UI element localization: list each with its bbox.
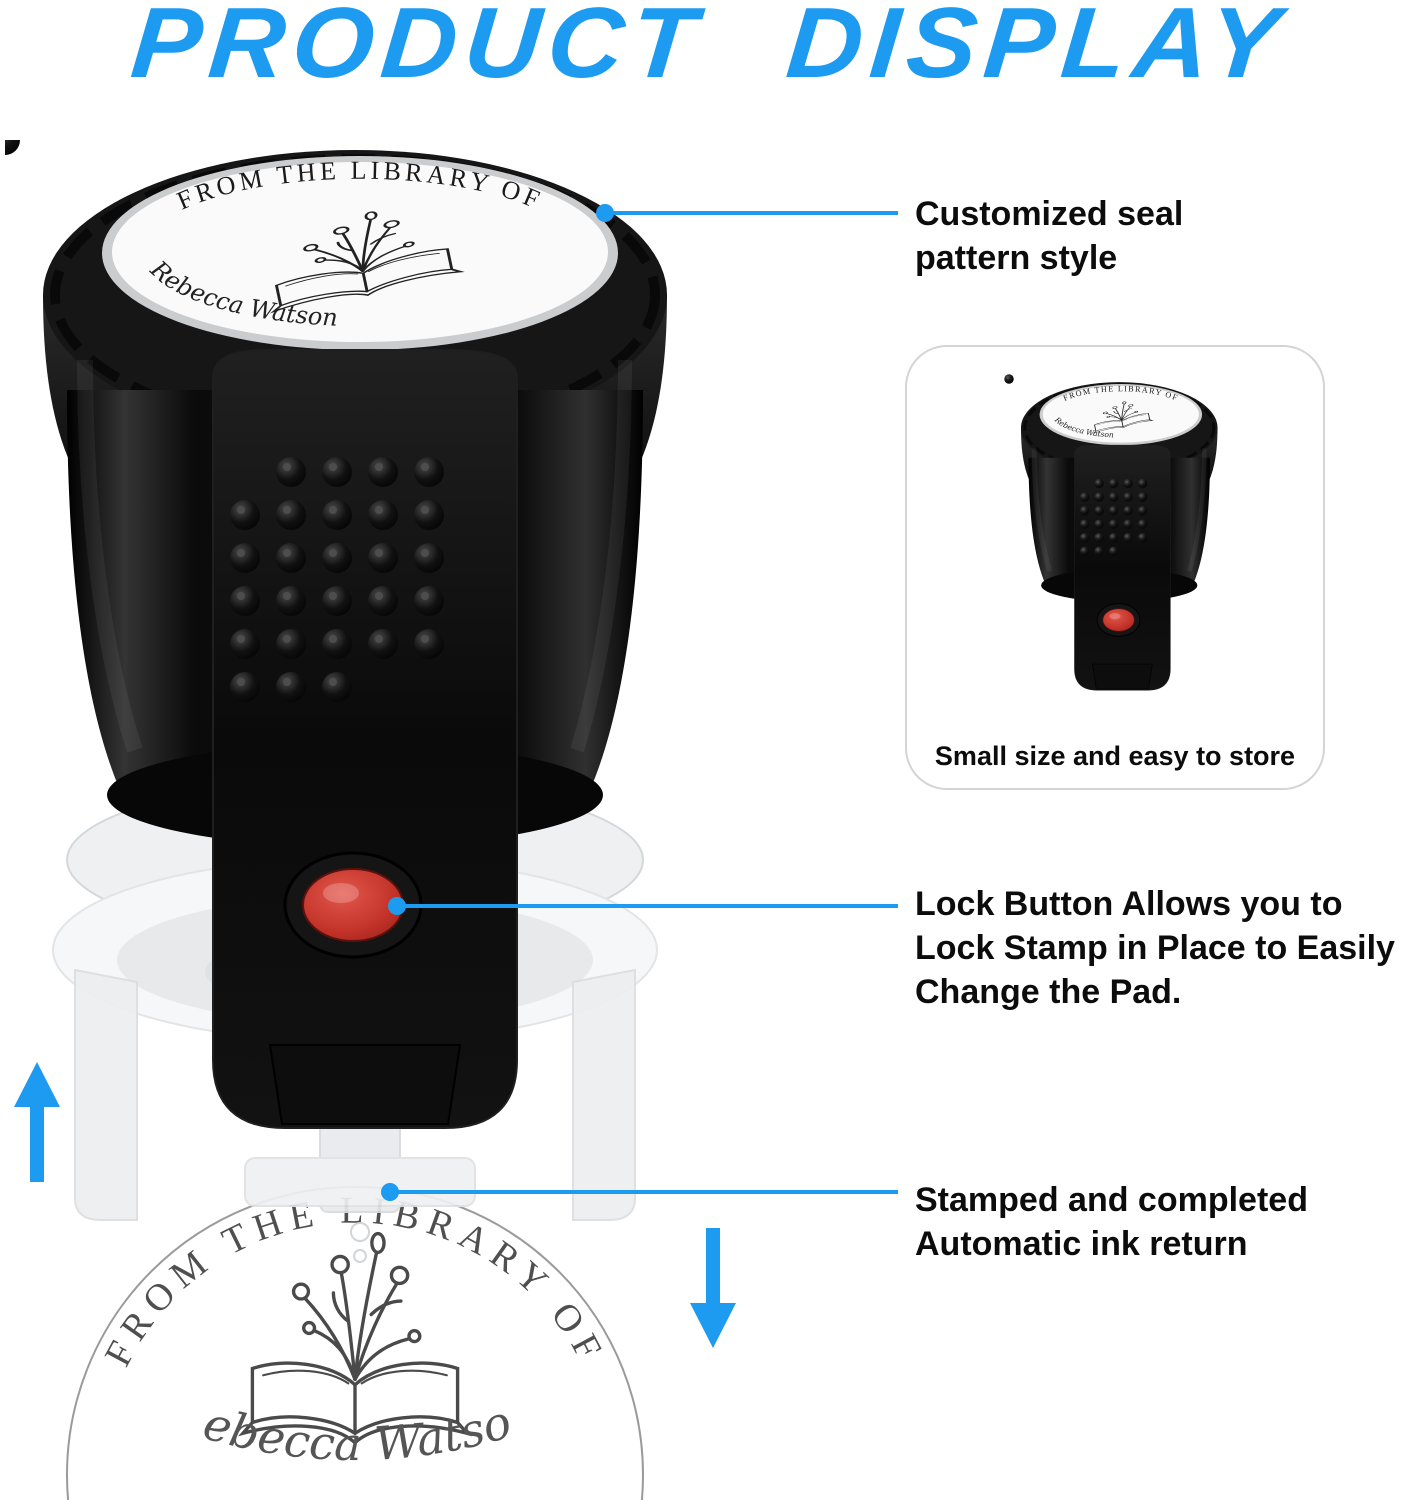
callout-line-text: Lock Stamp in Place to Easily: [915, 929, 1395, 967]
inset-stamp-image: [905, 359, 1325, 739]
callout-line-text: Change the Pad.: [915, 973, 1182, 1011]
stamp-product-image: FROM THE LIBRARY OF Rebecca Watson: [5, 140, 725, 1500]
callout-ink-return: Stamped and completed Automatic ink retu…: [915, 1178, 1308, 1266]
callout-line-text: Automatic ink return: [915, 1225, 1248, 1263]
callout-seal-pattern: Customized seal pattern style: [915, 192, 1183, 280]
callout-line-text: Customized seal: [915, 195, 1184, 233]
inset-caption: Small size and easy to store: [934, 741, 1296, 771]
callout-line-text: Lock Button Allows you to: [915, 885, 1343, 923]
callout-line-text: Stamped and completed: [915, 1181, 1308, 1219]
callout-line-text: pattern style: [915, 239, 1118, 277]
page-title: PRODUCT DISPLAY: [127, 0, 1292, 99]
inset-card: Small size and easy to store: [905, 345, 1325, 790]
callout-lock-button: Lock Button Allows you to Lock Stamp in …: [915, 882, 1395, 1014]
